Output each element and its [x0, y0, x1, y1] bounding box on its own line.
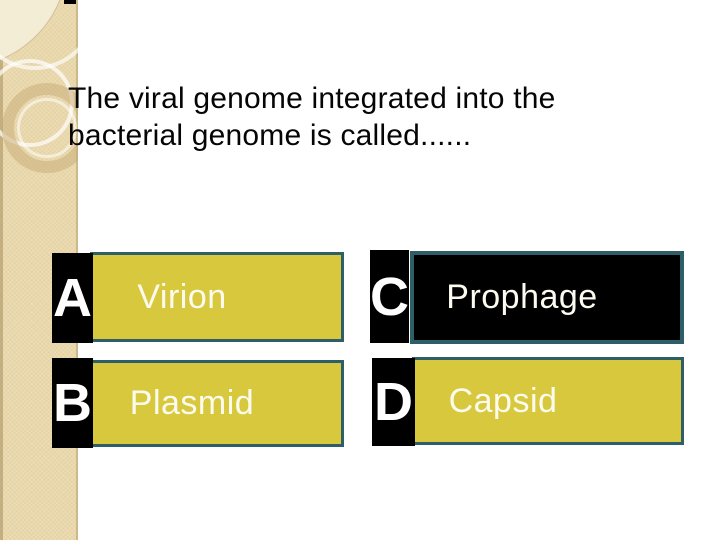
question-text: The viral genome integrated into the bac…: [68, 80, 638, 154]
question-line-1: The viral genome integrated into the: [68, 82, 556, 115]
option-a-label: Virion: [137, 277, 227, 316]
top-edge-tick-decoration: [64, 0, 76, 4]
option-c-box-highlighted[interactable]: Prophage: [410, 251, 684, 344]
option-b-letter: B: [52, 358, 93, 448]
option-b-label: Plasmid: [129, 384, 255, 422]
option-d-label: Capsid: [448, 381, 558, 420]
option-d-letter: D: [372, 358, 415, 446]
option-b-box[interactable]: Plasmid: [90, 360, 344, 447]
option-a-box[interactable]: Virion: [90, 252, 344, 342]
option-c-letter: C: [370, 250, 409, 343]
option-d-box[interactable]: Capsid: [412, 357, 684, 445]
option-a-letter: A: [52, 253, 93, 343]
option-c-label: Prophage: [446, 278, 598, 316]
decorative-ring-inner: [17, 98, 77, 158]
question-line-2: bacterial genome is called......: [68, 119, 472, 152]
